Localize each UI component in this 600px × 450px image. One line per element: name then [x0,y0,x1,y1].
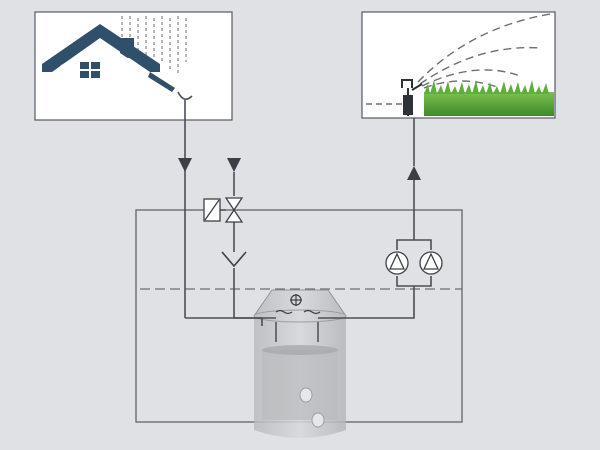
gutter-icon [177,91,193,100]
funnel-icon [221,251,247,268]
tank-icon [253,289,347,438]
sprinkler-spray-icon [417,13,551,89]
house-icon [42,24,175,100]
solenoid-valve-icon [203,197,244,223]
pump-icon [419,251,443,275]
flow-arrow-down-icon [178,158,192,172]
house-panel [34,11,233,121]
pipe-network [184,100,432,326]
float-switch-icon [275,294,321,315]
garden-panel [361,11,556,119]
pump-icon [385,251,409,275]
flow-arrow-up-icon [407,166,421,180]
grass-icon [424,80,554,116]
supply-arrow-icon [227,158,241,172]
sprinkler-head-icon [401,79,423,116]
